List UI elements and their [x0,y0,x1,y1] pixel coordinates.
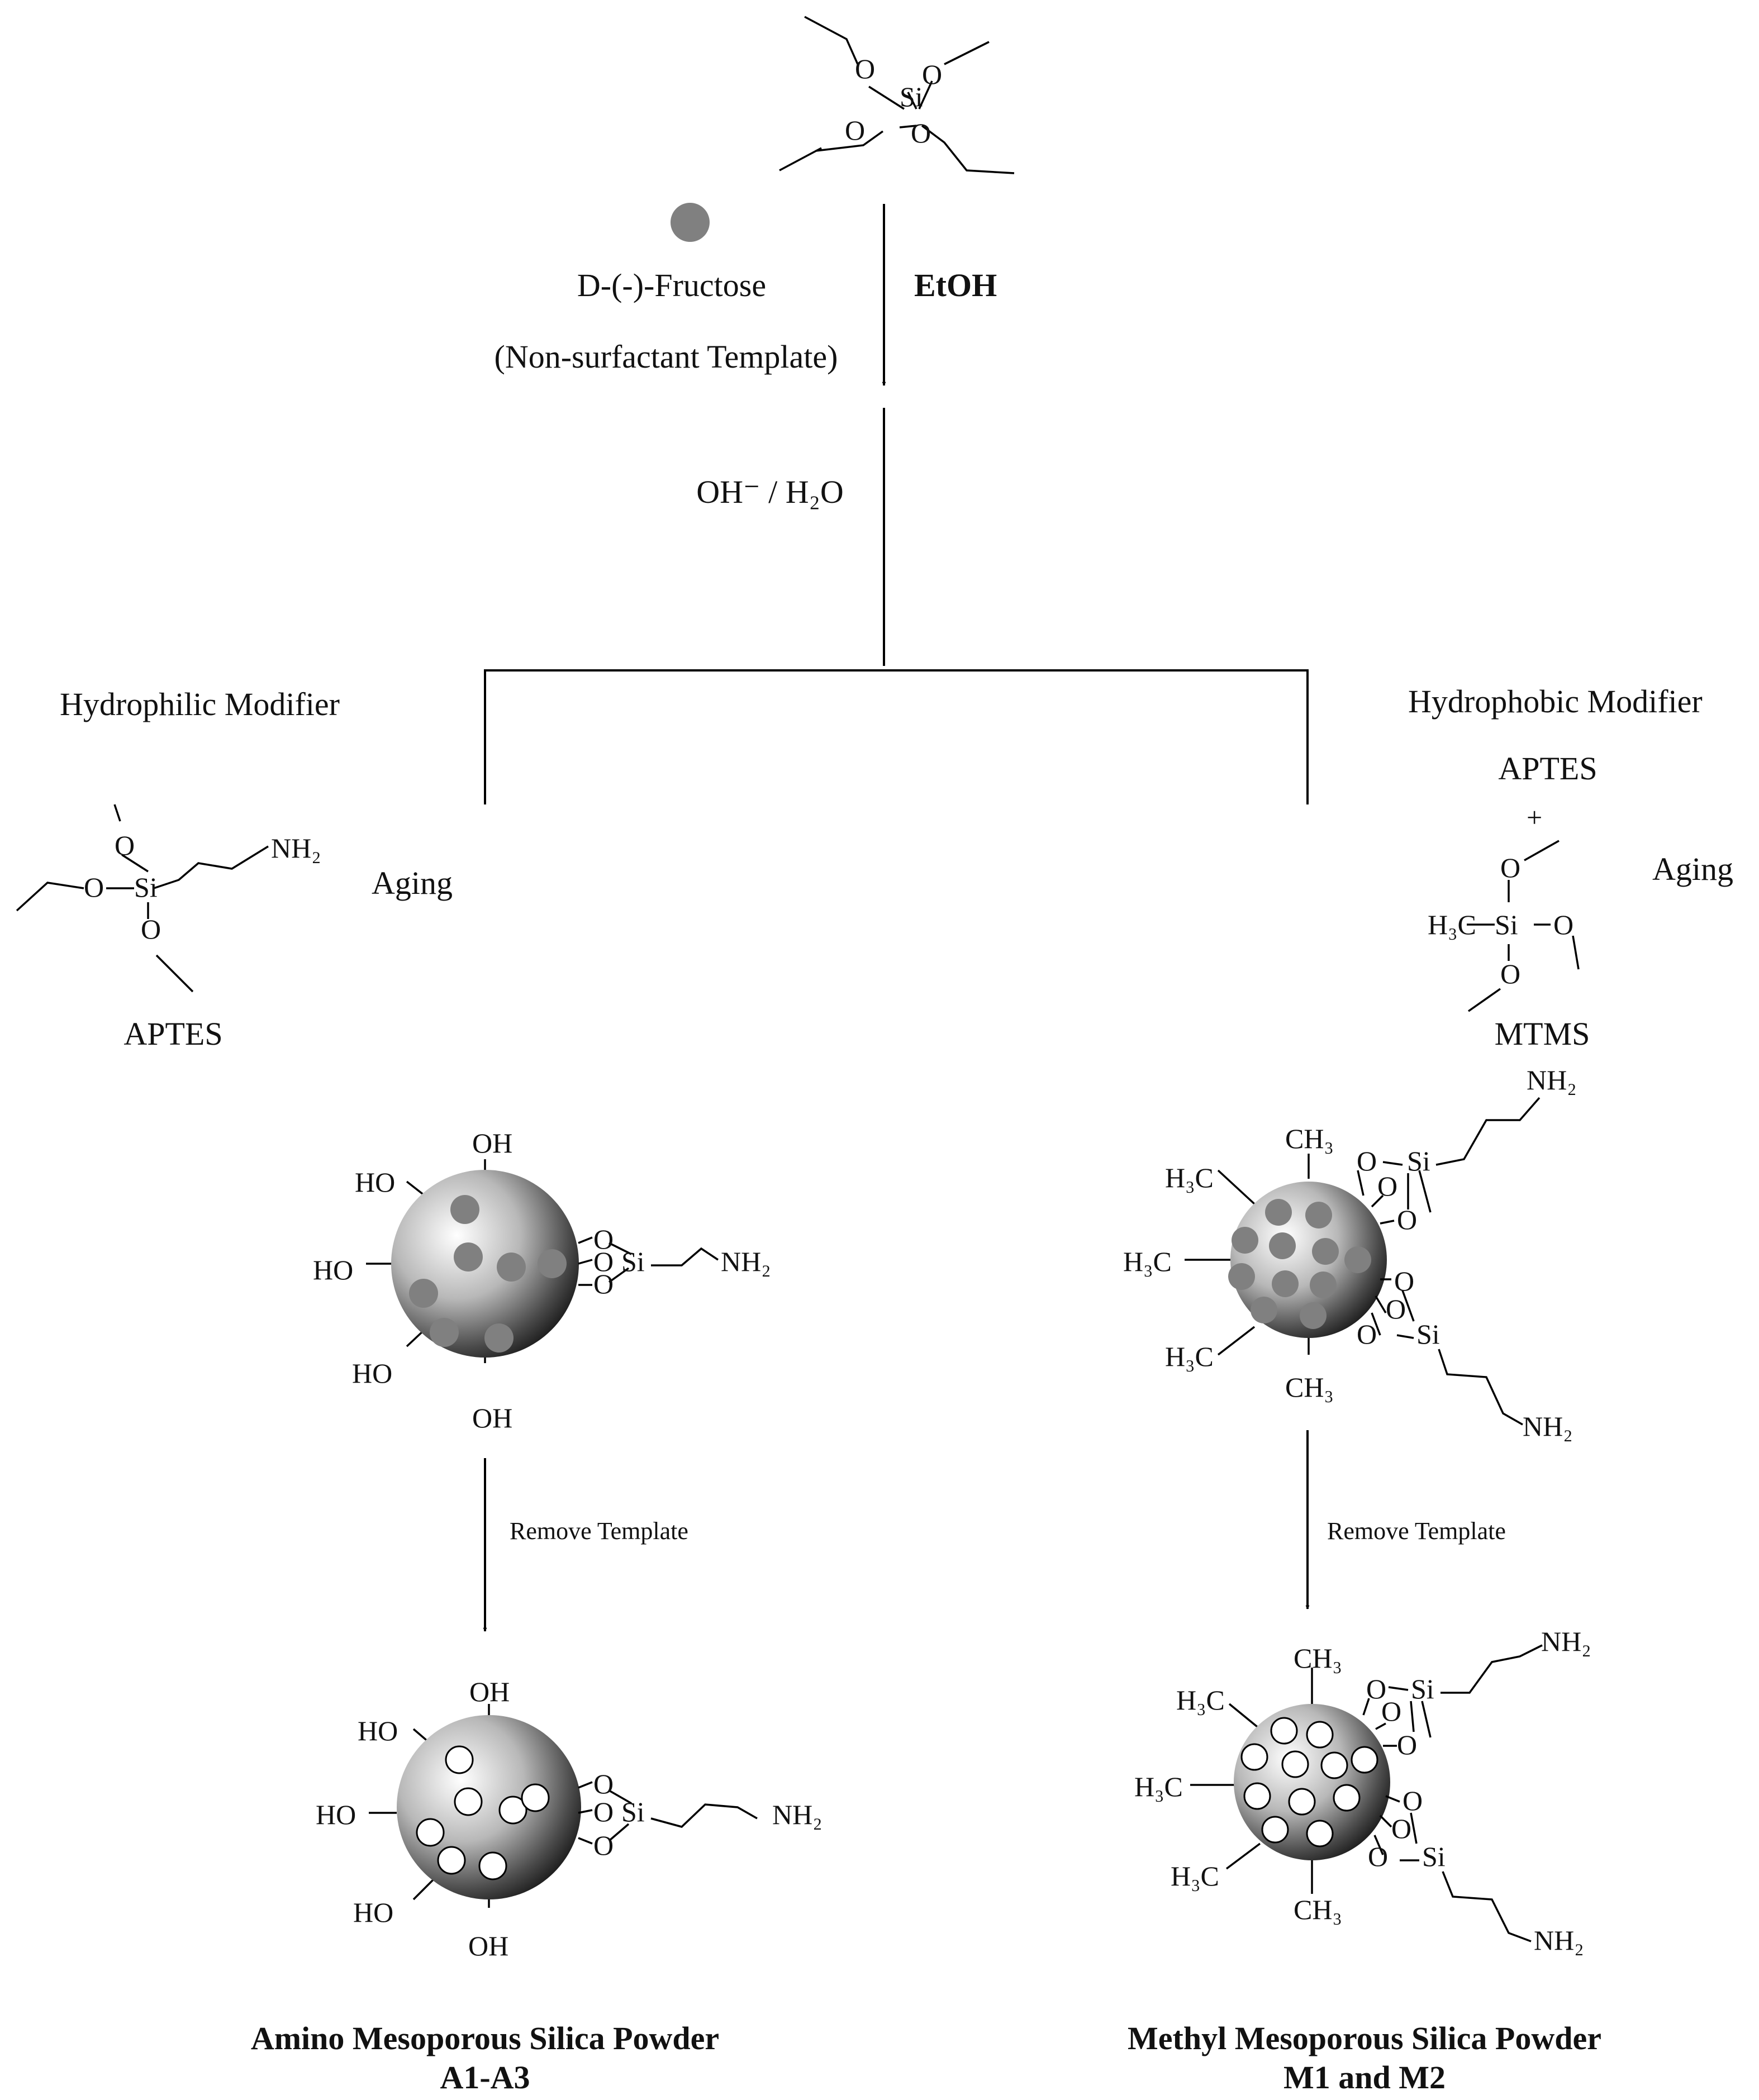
template-note: (Non-surfactant Template) [495,339,838,375]
o-up-1: O [1357,1145,1377,1177]
o-up-6: O [1397,1729,1417,1760]
o-up-2: O [1377,1170,1397,1202]
h3c-lower-left: H₃C [1165,1341,1214,1372]
ho-lower-left: HO [352,1358,392,1389]
pores [416,1745,550,1880]
h3c-upper-left: H₃C [1165,1162,1214,1193]
o-up-5: O [1381,1696,1401,1727]
aptes-o-3: O [141,913,161,945]
ho-lower-left-2: HO [353,1897,393,1928]
mtms-o-2: O [1553,909,1573,940]
oh-bottom-2: OH [468,1930,508,1961]
amino-particle-porous: OH HO HO HO OH O O O Si NH₂ [316,1676,823,1961]
nh2-lo: NH₂ [1523,1411,1573,1442]
o-5: O [593,1796,614,1827]
ho-upper-left-2: HO [358,1715,398,1746]
branch-split [484,669,1309,804]
si-lo: Si [1416,1318,1440,1350]
mtms-o-3: O [1500,958,1520,989]
aptes-o-2: O [84,872,104,903]
template-name: D-(-)-Fructose [577,267,766,303]
o-4: O [593,1768,614,1799]
aptes-label-left: APTES [123,1016,222,1052]
si-up-2: Si [1411,1673,1434,1704]
h3c-upper-left-2: H₃C [1176,1684,1225,1716]
si-link: Si [621,1246,645,1277]
mtms-o-1: O [1500,852,1520,883]
fructose-particle-icon [671,203,710,242]
amino-product-title: Amino Mesoporous Silica Powder [251,2020,719,2056]
h3c-left-2: H₃C [1134,1771,1183,1802]
o-6: O [593,1830,614,1861]
o-lo-2: O [1386,1293,1406,1325]
plus-sign: + [1527,802,1542,833]
h3c-lower-left-2: H₃C [1171,1860,1219,1892]
methyl-product-title: Methyl Mesoporous Silica Powder [1128,2020,1601,2056]
hydrophobic-title: Hydrophobic Modifier [1408,683,1703,720]
teos-structure: O O Si O O [779,16,1015,174]
mtms-h3c: H₃C [1428,909,1476,940]
mtms-si: Si [1495,909,1518,940]
methyl-particle-with-template: CH₃ H₃C H₃C H₃C CH₃ O O O Si NH₂ O O O S… [1123,1064,1577,1442]
aging-right: Aging [1652,851,1733,887]
pores-methyl [1240,1717,1378,1847]
nh2-lo-2: NH₂ [1534,1925,1584,1956]
oh-top: OH [472,1127,512,1159]
o-3: O [593,1268,614,1299]
teos-o-1: O [855,53,875,84]
o-lo-5: O [1391,1813,1411,1844]
teos-o-2: O [922,59,942,90]
aptes-o-1: O [115,830,135,861]
o-up-4: O [1366,1673,1386,1704]
ch3-bottom-2: CH₃ [1294,1894,1342,1925]
o-up-3: O [1397,1204,1417,1235]
si-link-2: Si [621,1796,645,1827]
aptes-nh2: NH₂ [271,832,321,864]
ho-left: HO [313,1254,353,1285]
template-particles-methyl [1228,1199,1371,1329]
hydrophilic-title: Hydrophilic Modifier [60,686,340,722]
teos-si: Si [900,81,923,112]
aptes-si: Si [134,872,158,903]
ch3-top: CH₃ [1285,1123,1334,1154]
ho-left-2: HO [316,1799,356,1830]
mtms-structure: O H₃C Si O O [1428,840,1580,1012]
mtms-label: MTMS [1495,1016,1590,1052]
ho-upper-left: HO [355,1166,395,1198]
nh2-left-2: NH₂ [772,1799,823,1830]
o-lo-4: O [1403,1785,1423,1816]
h3c-left: H₃C [1123,1246,1172,1277]
o-lo-6: O [1368,1841,1388,1872]
ch3-top-2: CH₃ [1294,1642,1342,1674]
o-lo-1: O [1394,1265,1414,1297]
methyl-particle-porous: CH₃ H₃C H₃C H₃C CH₃ O O O Si NH₂ O O O S… [1134,1626,1591,1956]
oh-bottom: OH [472,1402,512,1434]
ch3-bottom: CH₃ [1285,1372,1334,1403]
remove-template-right: Remove Template [1327,1517,1506,1545]
aging-left: Aging [372,865,453,901]
solvent-label: EtOH [914,267,997,303]
amino-product-code: A1-A3 [440,2059,530,2096]
o-1: O [593,1223,614,1255]
nh2-up: NH₂ [1527,1064,1577,1096]
aptes-label-right: APTES [1498,750,1597,787]
o-2: O [593,1246,614,1277]
template-particles [409,1195,567,1353]
remove-template-left: Remove Template [510,1517,688,1545]
methyl-product-code: M1 and M2 [1283,2059,1446,2096]
amino-particle-with-template: OH HO HO HO OH O O O Si NH₂ [313,1127,771,1434]
o-lo-3: O [1357,1318,1377,1350]
base-label: OH⁻ / H₂O [696,474,844,510]
si-lo-2: Si [1422,1841,1446,1872]
silica-sphere [391,1170,579,1358]
si-up: Si [1407,1145,1430,1177]
aptes-structure-left: O O Si O NH₂ [16,804,321,993]
nh2-left: NH₂ [721,1246,771,1277]
teos-o-3: O [845,115,865,146]
nh2-up-2: NH₂ [1541,1626,1591,1657]
oh-top-2: OH [469,1676,510,1707]
teos-o-4: O [911,117,931,149]
